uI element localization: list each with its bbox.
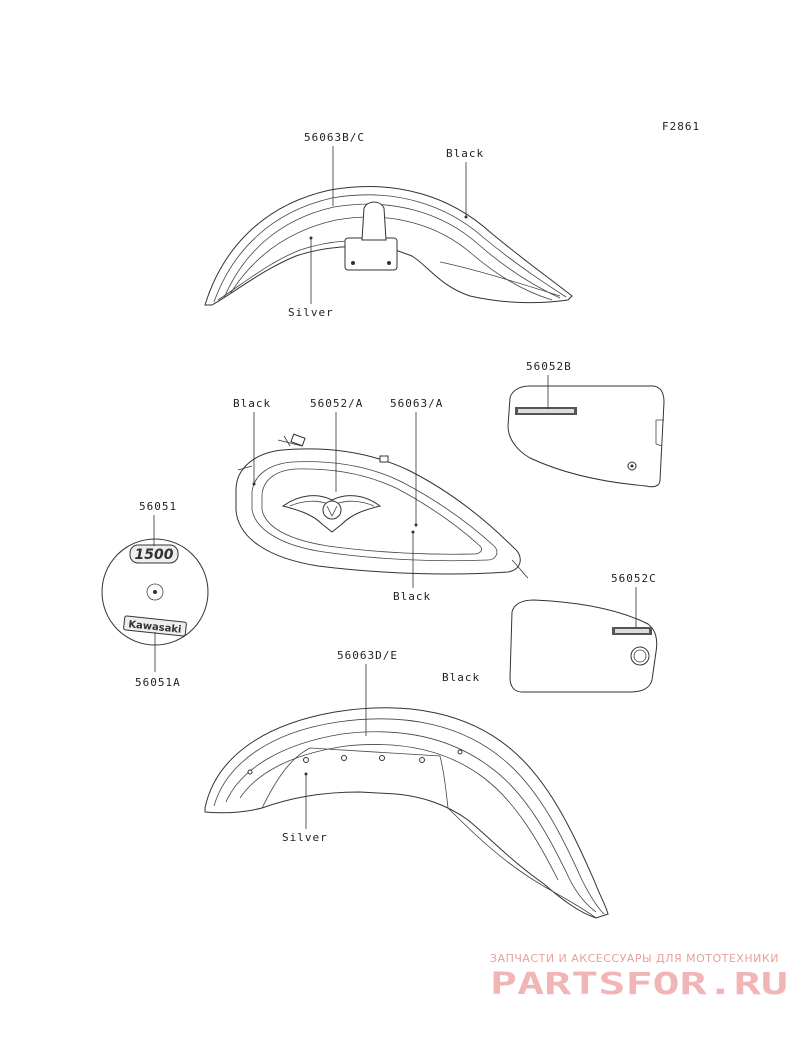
label-front-fender-part: 56063D/E bbox=[337, 649, 398, 662]
label-aircleaner-top: 56051 bbox=[139, 500, 177, 513]
label-tank-emblem: 56052/A bbox=[310, 397, 363, 410]
label-front-fender-inner: Silver bbox=[282, 831, 328, 844]
side-cover-bottom-body bbox=[509, 599, 658, 693]
label-tank-bottom: Black bbox=[393, 590, 431, 603]
label-tank-left: Black bbox=[233, 397, 271, 410]
label-cover-bottom-part: 56052C bbox=[611, 572, 657, 585]
label-rear-fender-outer: Black bbox=[446, 147, 484, 160]
front-fender bbox=[204, 707, 609, 919]
side-cover-top-body bbox=[507, 385, 665, 488]
rear-fender bbox=[204, 186, 573, 306]
watermark-logo: PARTSFOR.RU bbox=[490, 967, 788, 1002]
air-cleaner-badge-top-text: 1500 bbox=[135, 547, 174, 563]
label-rear-fender-part: 56063B/C bbox=[304, 131, 365, 144]
rear-fender-bracket bbox=[344, 237, 398, 271]
label-aircleaner-bottom: 56051A bbox=[135, 676, 181, 689]
air-cleaner-cover: 1500 Kawasaki bbox=[101, 538, 209, 646]
watermark-tagline: ЗАПЧАСТИ И АКСЕССУАРЫ ДЛЯ МОТОТЕХНИКИ bbox=[490, 952, 779, 965]
label-rear-fender-inner: Silver bbox=[288, 306, 334, 319]
label-cover-bottom-color: Black bbox=[442, 671, 480, 684]
air-cleaner-badge-bottom bbox=[123, 615, 187, 637]
label-tank-stripe: 56063/A bbox=[390, 397, 443, 410]
tank-body bbox=[235, 448, 521, 575]
rear-fender-strut bbox=[361, 201, 387, 241]
figure-code: F2861 bbox=[662, 120, 700, 133]
side-cover-top bbox=[507, 385, 665, 488]
side-cover-bottom bbox=[509, 599, 658, 693]
fuel-tank bbox=[235, 433, 529, 579]
label-cover-top-part: 56052B bbox=[526, 360, 572, 373]
